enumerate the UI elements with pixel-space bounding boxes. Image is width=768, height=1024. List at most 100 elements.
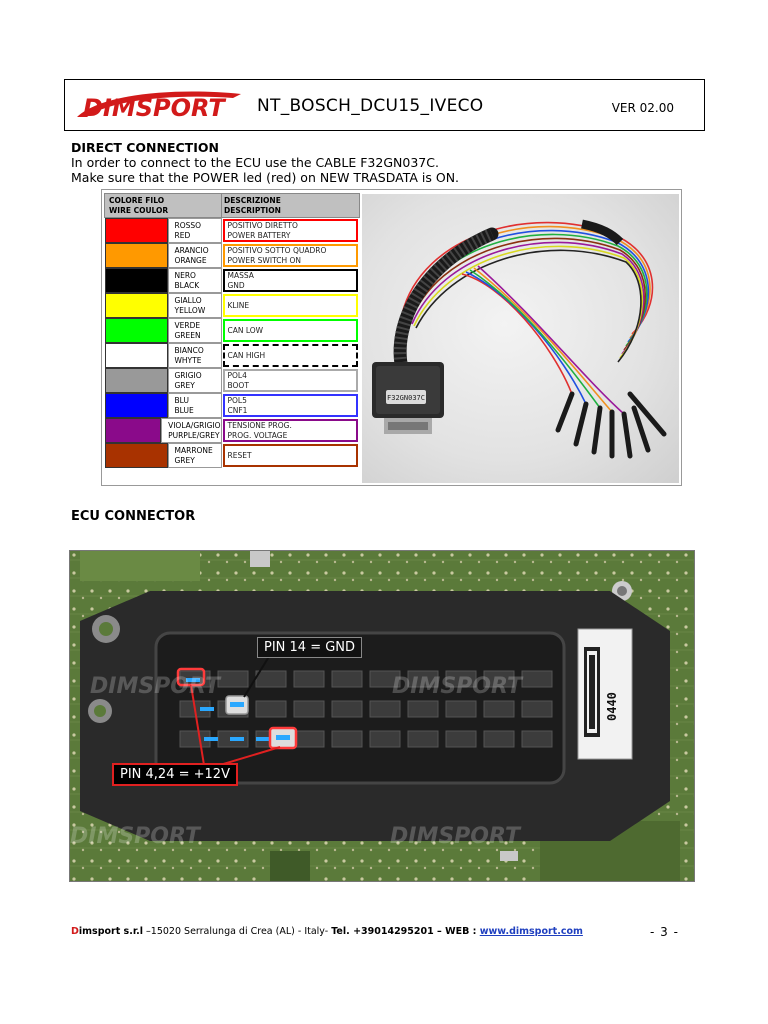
description-box: RESET: [222, 444, 358, 467]
wire-name-it: ARANCIO: [174, 245, 209, 255]
footer-address: –15020 Serralunga di Crea (AL) - Italy-: [143, 926, 332, 937]
wire-description: KLINE: [222, 293, 360, 318]
wire-name-en: GREY: [174, 455, 195, 465]
description-box: TENSIONE PROG.PROG. VOLTAGE: [222, 419, 358, 442]
watermark-4: DIMSPORT: [390, 824, 522, 849]
wire-description: CAN HIGH: [222, 343, 360, 368]
wire-name-it: BLU: [174, 395, 189, 405]
wire-name-en: BLACK: [174, 280, 200, 290]
description-d1: POL4: [227, 370, 247, 380]
wire-name-en: PURPLE/GREY: [168, 430, 220, 440]
watermark-1: DIMSPORT: [90, 674, 222, 699]
color-swatch: [104, 443, 168, 468]
wire-name-en: RED: [174, 230, 191, 240]
wire-name-en: WHYTE: [174, 355, 202, 365]
wire-name-it: GIALLO: [174, 295, 202, 305]
intro-line-2: Make sure that the POWER led (red) on NE…: [71, 170, 460, 185]
ecu-label-code: 0440: [605, 692, 619, 721]
description-box: CAN HIGH: [222, 344, 358, 367]
wire-name-en: BLUE: [174, 405, 194, 415]
wire-color-table: COLORE FILO WIRE COULOR DESCRIZIONE DESC…: [104, 193, 360, 468]
color-swatch: [104, 418, 162, 443]
description-d2: POWER BATTERY: [227, 230, 291, 240]
header-color-it: COLORE FILO: [109, 195, 165, 205]
description-d2: POWER SWITCH ON: [227, 255, 301, 265]
wire-name-en: GREY: [174, 380, 195, 390]
logo-text: DIMSPORT: [83, 94, 226, 122]
description-d1: CAN LOW: [227, 325, 264, 335]
watermark-2: DIMSPORT: [392, 674, 524, 699]
wire-description: CAN LOW: [222, 318, 360, 343]
cable-connector-label: F32GN037C: [387, 394, 425, 402]
cable-illustration: F32GN037C: [372, 219, 667, 459]
document-title: NT_BOSCH_DCU15_IVECO: [257, 96, 484, 116]
wire-description: RESET: [222, 443, 360, 468]
color-swatch: [104, 293, 168, 318]
footer-web-link[interactable]: www.dimsport.com: [479, 926, 583, 937]
description-d1: TENSIONE PROG.: [227, 420, 292, 430]
description-d1: POL5: [227, 395, 247, 405]
watermark-3: DIMSPORT: [70, 824, 202, 849]
wire-name-it: VIOLA/GRIGIO: [168, 420, 221, 430]
color-swatch: [104, 368, 168, 393]
description-d1: CAN HIGH: [227, 350, 266, 360]
intro-line-1: In order to connect to the ECU use the C…: [71, 155, 439, 170]
description-d2: PROG. VOLTAGE: [227, 430, 288, 440]
description-d2: BOOT: [227, 380, 249, 390]
direct-connection-title: DIRECT CONNECTION: [71, 140, 219, 155]
footer-tel: +39014295201: [353, 926, 434, 937]
description-box: KLINE: [222, 294, 358, 317]
description-d2: CNF1: [227, 405, 248, 415]
color-swatch: [104, 218, 168, 243]
color-swatch: [104, 243, 168, 268]
description-d1: POSITIVO SOTTO QUADRO: [227, 245, 327, 255]
wire-name-it: VERDE: [174, 320, 201, 330]
wire-name-it: ROSSO: [174, 220, 202, 230]
wire-name-it: MARRONE: [174, 445, 213, 455]
header-wire-color: COLORE FILO WIRE COULOR: [104, 193, 222, 218]
wire-name-it: GRIGIO: [174, 370, 202, 380]
color-swatch: [104, 393, 168, 418]
description-d1: POSITIVO DIRETTO: [227, 220, 298, 230]
ecu-connector-photo: DIMSPORT DIMSPORT DIMSPORT DIMSPORT 0440: [69, 550, 695, 882]
header-desc-it: DESCRIZIONE: [224, 195, 281, 205]
wire-name-it: BIANCO: [174, 345, 204, 355]
pin4-24-12v-callout: PIN 4,24 = +12V: [112, 763, 238, 786]
